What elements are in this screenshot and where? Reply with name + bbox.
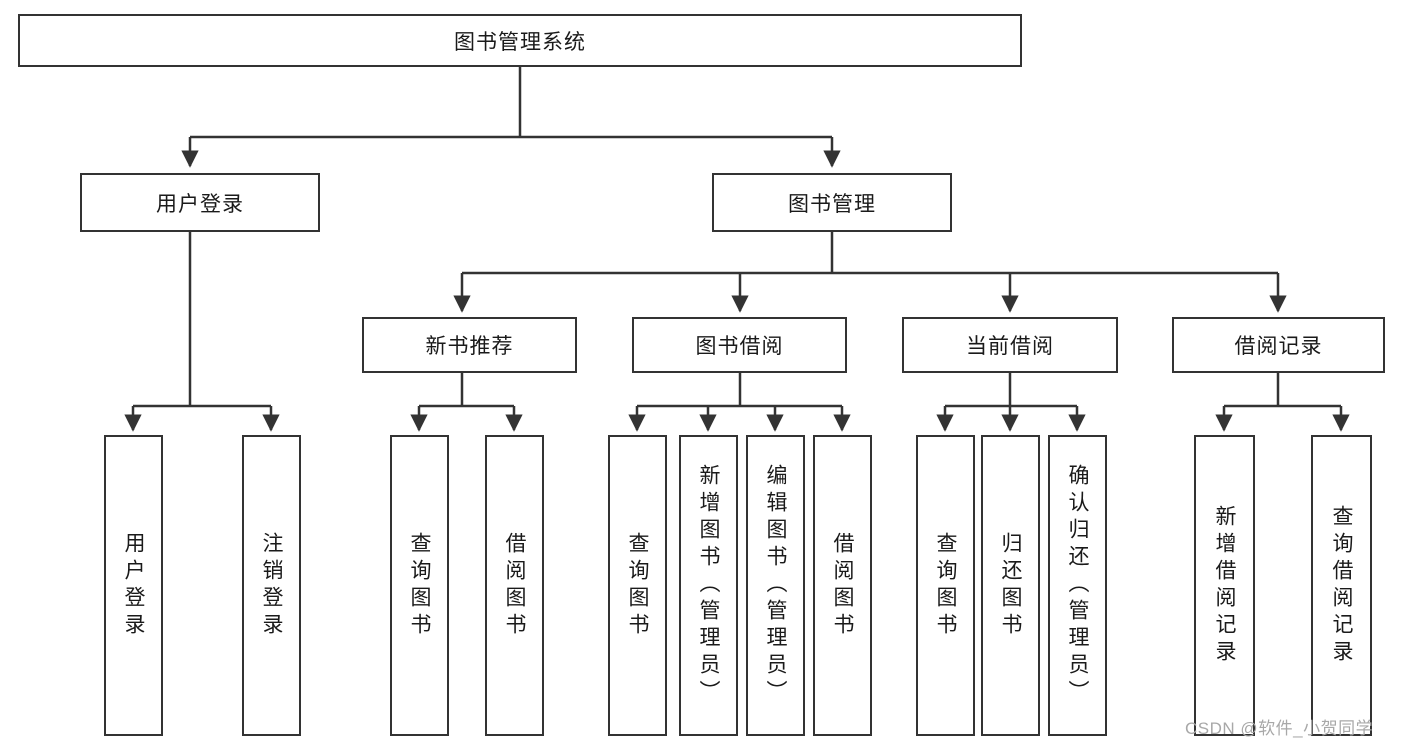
node-root-label: 图书管理系统 (454, 30, 586, 54)
node-leaf-borrow-book-1[interactable]: 借阅图书 (485, 435, 544, 736)
node-book-borrow-label: 图书借阅 (695, 335, 784, 358)
node-leaf-edit-book-label: 编辑图书（管理员） (764, 464, 787, 707)
node-leaf-query-book-2[interactable]: 查询图书 (608, 435, 667, 736)
node-current-borrow[interactable]: 当前借阅 (902, 317, 1118, 373)
node-borrow-record-label: 借阅记录 (1234, 335, 1323, 358)
node-leaf-confirm-return[interactable]: 确认归还（管理员） (1048, 435, 1107, 736)
node-leaf-user-login-label: 用户登录 (122, 531, 145, 640)
node-leaf-add-record-label: 新增借阅记录 (1213, 504, 1236, 667)
node-leaf-query-book-1[interactable]: 查询图书 (390, 435, 449, 736)
node-borrow-record[interactable]: 借阅记录 (1172, 317, 1385, 373)
node-leaf-add-book[interactable]: 新增图书（管理员） (679, 435, 738, 736)
node-current-borrow-label: 当前借阅 (966, 335, 1054, 358)
node-leaf-logout-label: 注销登录 (260, 531, 283, 640)
node-book-manage[interactable]: 图书管理 (712, 173, 952, 232)
node-leaf-query-book-3-label: 查询图书 (934, 531, 957, 640)
node-user-login[interactable]: 用户登录 (80, 173, 320, 232)
node-leaf-logout[interactable]: 注销登录 (242, 435, 301, 736)
node-leaf-confirm-return-label: 确认归还（管理员） (1066, 464, 1089, 707)
node-leaf-query-book-3[interactable]: 查询图书 (916, 435, 975, 736)
csdn-watermark: CSDN @软件_小贺同学 (1185, 719, 1374, 738)
node-leaf-borrow-book-2[interactable]: 借阅图书 (813, 435, 872, 736)
node-leaf-query-record[interactable]: 查询借阅记录 (1311, 435, 1372, 736)
node-leaf-borrow-book-1-label: 借阅图书 (503, 531, 526, 640)
node-leaf-user-login[interactable]: 用户登录 (104, 435, 163, 736)
node-leaf-edit-book[interactable]: 编辑图书（管理员） (746, 435, 805, 736)
node-book-manage-label: 图书管理 (788, 192, 876, 216)
node-book-borrow[interactable]: 图书借阅 (632, 317, 847, 373)
node-leaf-return-book[interactable]: 归还图书 (981, 435, 1040, 736)
node-leaf-query-book-1-label: 查询图书 (408, 531, 431, 640)
node-leaf-add-record[interactable]: 新增借阅记录 (1194, 435, 1255, 736)
node-leaf-return-book-label: 归还图书 (999, 531, 1022, 640)
node-new-book-rec-label: 新书推荐 (425, 335, 514, 358)
node-root[interactable]: 图书管理系统 (18, 14, 1022, 67)
node-leaf-query-book-2-label: 查询图书 (626, 531, 649, 640)
node-leaf-query-record-label: 查询借阅记录 (1330, 504, 1353, 667)
node-leaf-add-book-label: 新增图书（管理员） (697, 464, 720, 707)
node-leaf-borrow-book-2-label: 借阅图书 (831, 531, 854, 640)
node-user-login-label: 用户登录 (156, 192, 244, 216)
node-new-book-rec[interactable]: 新书推荐 (362, 317, 577, 373)
